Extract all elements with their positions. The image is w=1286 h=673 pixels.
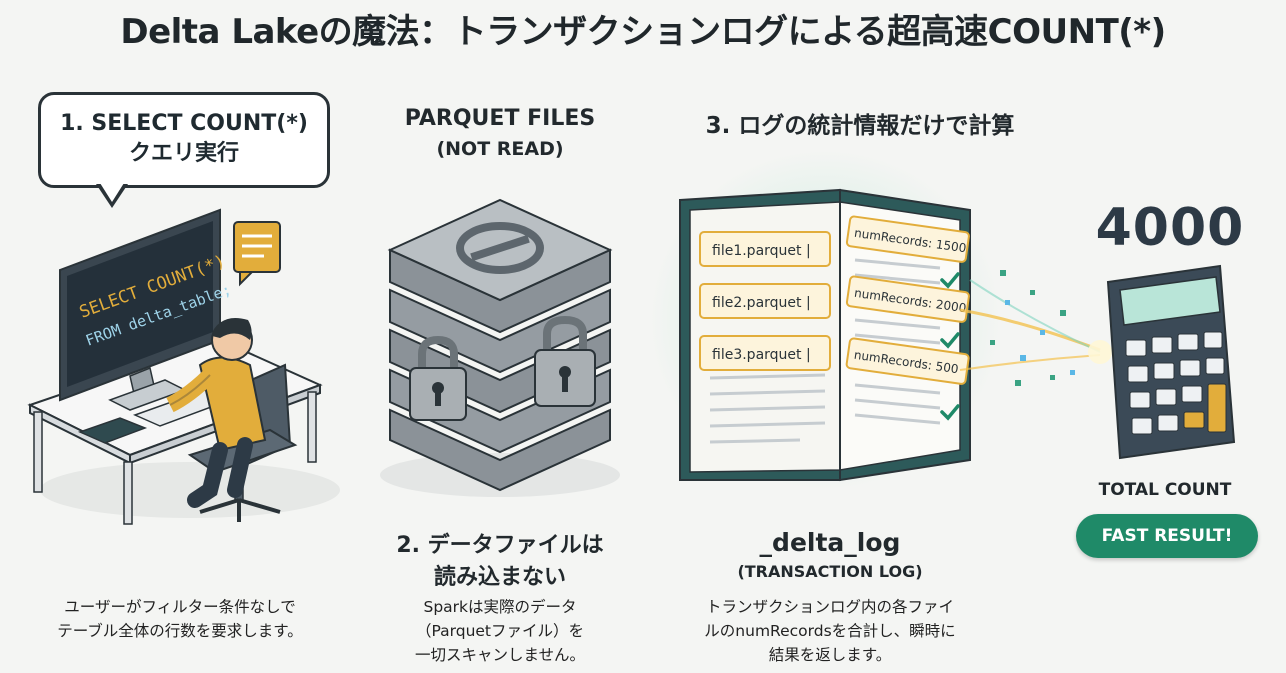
user-at-desk-illustration: SELECT COUNT(*) FROM delta_table; <box>27 208 340 525</box>
check-icon-3 <box>940 404 960 421</box>
file-name-1: file1.parquet | <box>712 243 811 259</box>
step3-description-line-2: ルのnumRecordsを合計し、瞬時に <box>704 622 956 640</box>
step2-heading-line-1: 2. データファイルは <box>396 533 604 558</box>
file-tag-3: file3.parquet | <box>699 335 831 371</box>
step2-heading: 2. データファイルは 読み込まない <box>370 530 630 594</box>
calculator-icon <box>1106 264 1236 460</box>
delta-log-subtitle: (TRANSACTION LOG) <box>737 562 923 581</box>
step1-description-line-2: テーブル全体の行数を要求します。 <box>57 622 303 640</box>
step2-description-line-2: （Parquetファイル）を <box>415 622 585 640</box>
file-tag-2: file2.parquet | <box>699 283 831 319</box>
bubble-line-1: 1. SELECT COUNT(*) <box>60 111 308 136</box>
step2-description-line-3: 一切スキャンしません。 <box>414 646 586 664</box>
parquet-files-label: PARQUET FILES (NOT READ) <box>380 104 620 164</box>
step2-description: Sparkは実際のデータ （Parquetファイル）を 一切スキャンしません。 <box>380 595 620 667</box>
parquet-files-label-line-2: (NOT READ) <box>436 138 564 160</box>
result-count: 4000 <box>1095 198 1245 258</box>
file-tag-1: file1.parquet | <box>699 231 831 267</box>
check-icon-2 <box>940 332 960 349</box>
total-count-label: TOTAL COUNT <box>1098 480 1232 500</box>
step3-description: トランザクションログ内の各ファイ ルのnumRecordsを合計し、瞬時に 結果… <box>680 595 980 667</box>
parquet-files-label-line-1: PARQUET FILES <box>404 106 596 131</box>
transaction-log-book-illustration: file1.parquet | file2.parquet | file3.pa… <box>650 150 1000 490</box>
step3-heading: 3. ログの統計情報だけで計算 <box>705 113 1015 139</box>
delta-log-name: _delta_log <box>759 528 901 557</box>
step3-description-line-1: トランザクションログ内の各ファイ <box>705 598 954 616</box>
step2-heading-line-2: 読み込まない <box>433 565 566 590</box>
query-speech-bubble: 1. SELECT COUNT(*) クエリ実行 <box>38 92 330 188</box>
parquet-server-stack-illustration <box>380 198 620 497</box>
data-stream-sparkles <box>959 270 1112 386</box>
record-tag-1: numRecords: 1500 <box>845 215 970 263</box>
fast-result-badge: FAST RESULT! <box>1076 514 1258 558</box>
step3-description-line-3: 結果を返します。 <box>768 646 892 664</box>
file-name-3: file3.parquet | <box>712 347 811 363</box>
file-name-2: file2.parquet | <box>712 295 811 311</box>
page-title: Delta Lakeの魔法：トランザクションログによる超高速COUNT(*) <box>120 12 1166 52</box>
step1-description: ユーザーがフィルター条件なしで テーブル全体の行数を要求します。 <box>30 595 330 643</box>
check-icon-1 <box>940 272 960 289</box>
step1-description-line-1: ユーザーがフィルター条件なしで <box>64 598 296 616</box>
step2-description-line-1: Sparkは実際のデータ <box>423 598 577 616</box>
bubble-tail-fill <box>100 183 124 202</box>
bubble-line-2: クエリ実行 <box>128 141 239 166</box>
